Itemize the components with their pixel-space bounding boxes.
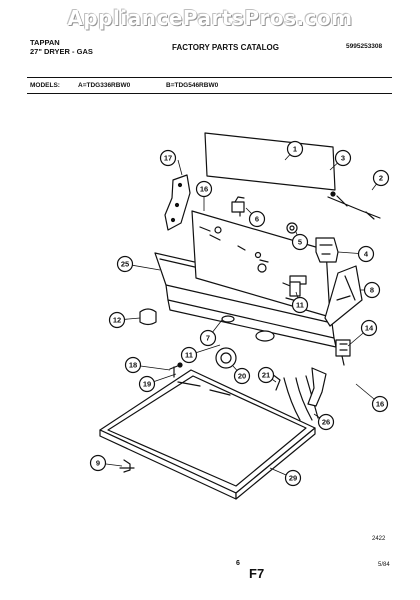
part-end-cap xyxy=(324,265,363,327)
callout-label-26: 26 xyxy=(322,418,330,427)
callout-label-1: 1 xyxy=(293,145,297,154)
callout-label-16b: 16 xyxy=(376,400,384,409)
callout-label-3: 3 xyxy=(341,154,345,163)
part-side-bracket xyxy=(164,174,191,231)
callout-26 xyxy=(317,413,335,431)
callout-19 xyxy=(138,375,156,393)
callout-25 xyxy=(116,255,134,273)
callout-21 xyxy=(257,366,275,384)
callout-4 xyxy=(357,245,375,263)
callout-8 xyxy=(363,281,381,299)
callout-11a xyxy=(291,296,309,314)
callout-label-9: 9 xyxy=(96,459,100,468)
callout-label-29: 29 xyxy=(289,474,297,483)
catalog-title: FACTORY PARTS CATALOG xyxy=(172,43,279,52)
part-top-assembly xyxy=(99,369,316,494)
callout-14 xyxy=(360,319,378,337)
part-top-clip xyxy=(119,459,135,473)
callout-label-8: 8 xyxy=(370,286,374,295)
callout-7 xyxy=(199,329,217,347)
callout-label-25: 25 xyxy=(121,260,129,269)
part-bracket xyxy=(327,195,381,220)
callout-label-17: 17 xyxy=(164,154,172,163)
callout-9 xyxy=(89,454,107,472)
callout-label-19: 19 xyxy=(143,380,151,389)
model-b: B=TDG546RBW0 xyxy=(166,82,219,89)
part-timer xyxy=(315,237,339,263)
part-door-switch xyxy=(335,339,351,357)
callout-3 xyxy=(334,149,352,167)
callout-label-12: 12 xyxy=(113,316,121,325)
models-label: MODELS: xyxy=(30,82,60,89)
part-push-button xyxy=(139,308,157,326)
callout-20 xyxy=(233,367,251,385)
callout-label-21: 21 xyxy=(262,371,270,380)
callout-label-16a: 16 xyxy=(200,185,208,194)
brand-name: TAPPAN xyxy=(30,38,60,47)
callout-5 xyxy=(291,233,309,251)
callout-markers xyxy=(89,140,390,487)
callout-29 xyxy=(284,469,302,487)
part-switch xyxy=(231,201,245,213)
print-date: 5/84 xyxy=(378,562,390,568)
part-rear-panel xyxy=(204,132,336,191)
callout-12 xyxy=(108,311,126,329)
callout-label-20: 20 xyxy=(238,372,246,381)
callout-label-5: 5 xyxy=(298,238,302,247)
callout-label-11b: 11 xyxy=(185,351,193,360)
product-title: 27" DRYER - GAS xyxy=(30,47,93,56)
part-knob xyxy=(286,222,298,234)
page-number: 6 xyxy=(236,560,240,567)
catalog-number: 5995253308 xyxy=(346,43,383,50)
callout-label-14: 14 xyxy=(365,324,374,333)
callout-label-18: 18 xyxy=(129,361,137,370)
callout-16b xyxy=(371,395,389,413)
section-code: F7 xyxy=(249,566,265,581)
callout-label-6: 6 xyxy=(255,215,259,224)
watermark: AppliancePartsPros.com xyxy=(67,6,353,30)
callout-11b xyxy=(180,346,198,364)
callout-label-4: 4 xyxy=(364,250,369,259)
callout-label-2: 2 xyxy=(379,174,383,183)
callout-1 xyxy=(286,140,304,158)
part-light-socket xyxy=(215,347,237,369)
callout-label-11a: 11 xyxy=(296,301,304,310)
model-a: A=TDG336RBW0 xyxy=(78,82,131,89)
revision-number: 2422 xyxy=(372,536,386,542)
callout-18 xyxy=(124,356,142,374)
header-rule-top xyxy=(27,77,392,79)
header-rule-bottom xyxy=(27,93,392,95)
callout-6 xyxy=(248,210,266,228)
callout-2 xyxy=(372,169,390,187)
callout-17 xyxy=(159,149,177,167)
callout-16a xyxy=(195,180,213,198)
callout-label-7: 7 xyxy=(206,334,210,343)
